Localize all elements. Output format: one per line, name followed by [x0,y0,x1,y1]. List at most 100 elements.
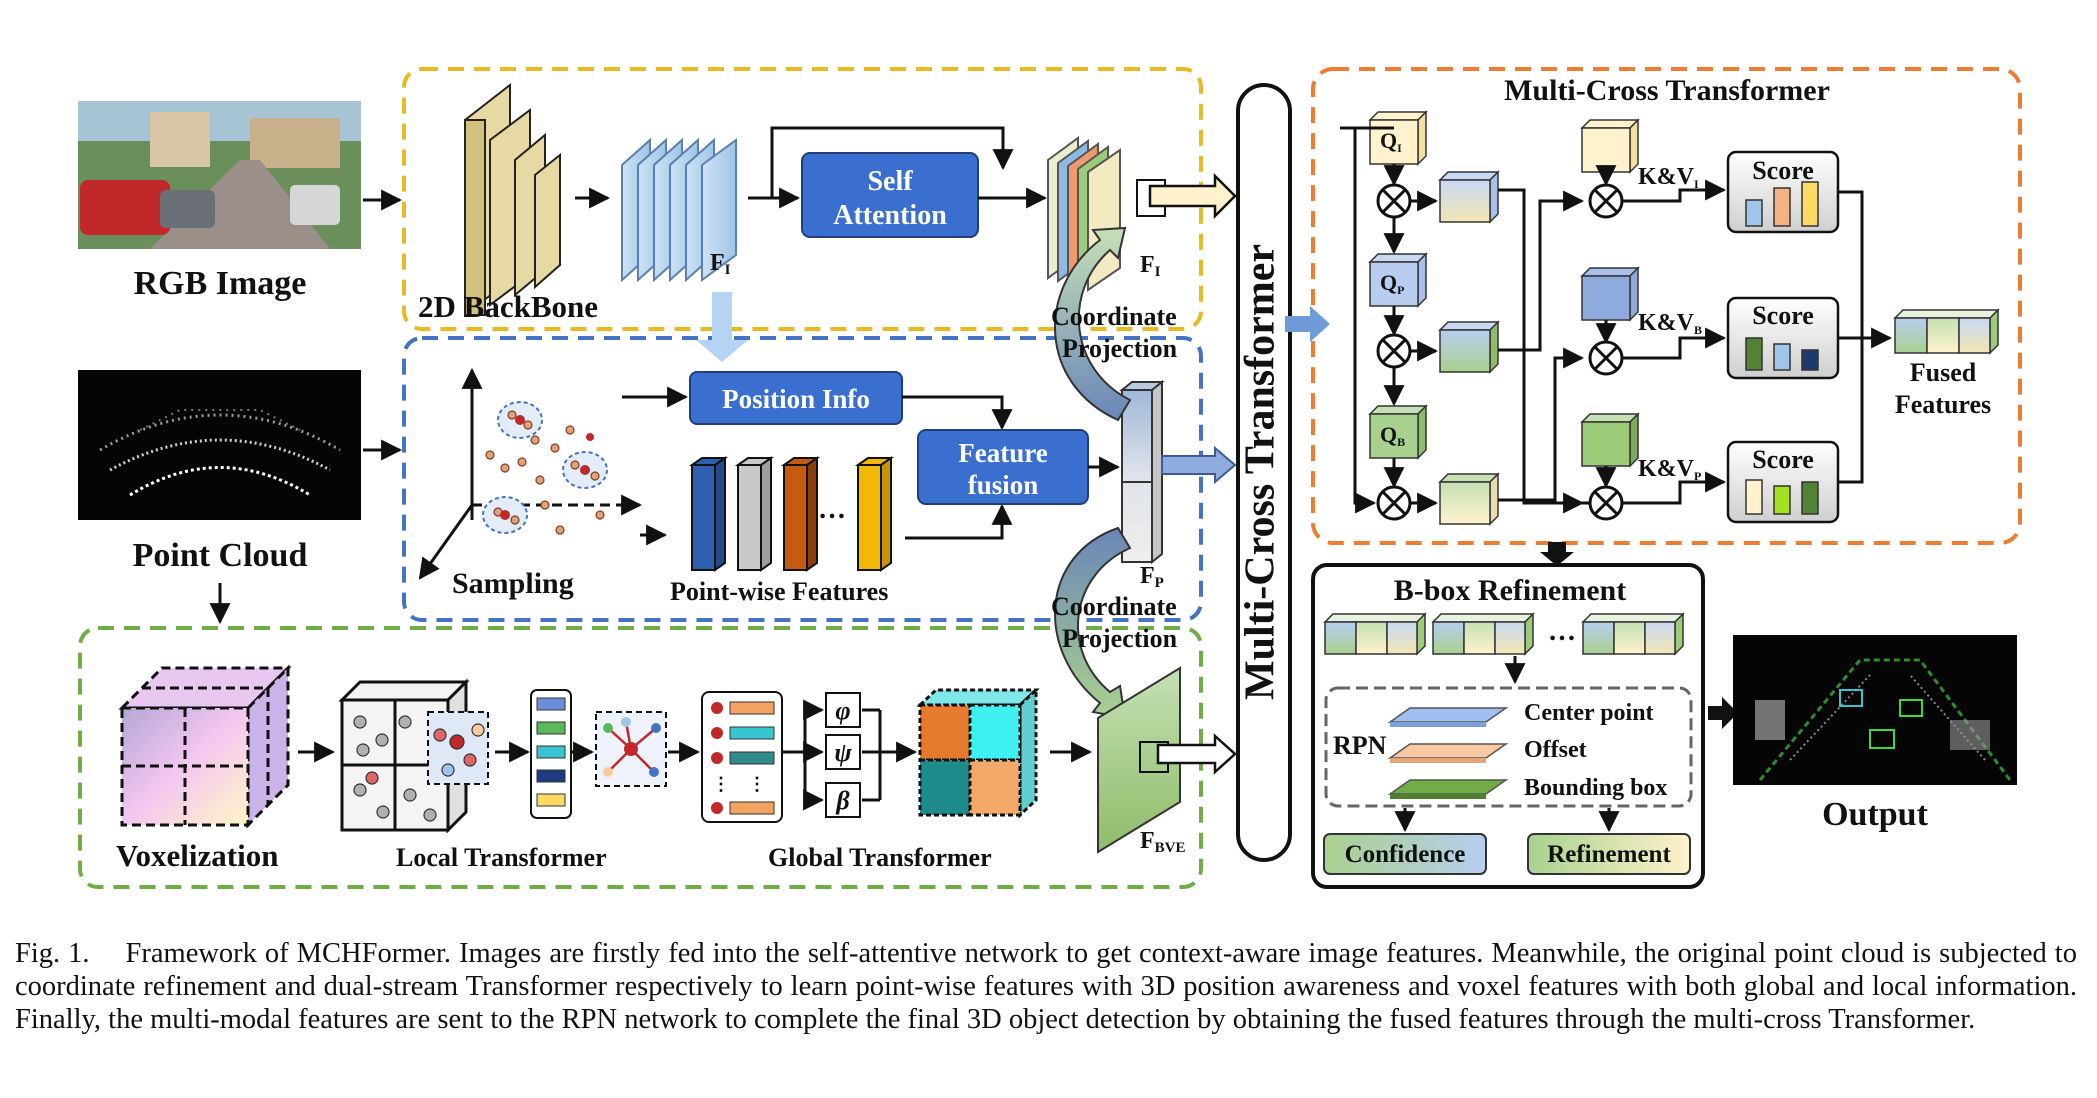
refinement-feature-blocks [1323,612,1685,656]
rpn-layer-bbox: Bounding box [1524,775,1667,801]
kv-cubes [1580,118,1640,468]
sampling-plot [418,367,643,580]
figure-caption: Fig. 1.Framework of MCHFormer. Images ar… [15,937,2077,1036]
kv-label-b: K&VB [1638,310,1702,337]
skip-connection-arrow [770,126,1014,198]
mct-panel-title: Multi-Cross Transformer [1504,74,1830,107]
refinement-box [1527,833,1691,875]
projection-bottom-line2: Projection [1062,624,1178,653]
self-attention-box [801,152,979,238]
fused-features-line1: Fused [1910,358,1977,387]
query-label-i: QI [1380,128,1402,155]
greek-op-boxes [825,692,861,818]
local-transformer-label: Local Transformer [396,843,607,872]
arrow-position-to-fusion [902,395,1013,431]
score-label-1: Score [1752,156,1814,185]
query-label-b: QB [1380,422,1405,449]
mct-panel-frame [1311,67,2022,545]
fp-feature-column [1119,379,1165,565]
mct-left-outputs [1410,170,1500,526]
projection-bottom-line1: Coordinate [1051,592,1177,621]
local-token-stack [530,689,572,819]
rgb-image-label: RGB Image [134,265,307,302]
greek-psi: ψ [834,738,852,767]
position-info-text: Position Info [722,384,870,414]
projection-top-line2: Projection [1062,334,1178,363]
global-branch-lines [783,699,918,811]
voxelization-label: Voxelization [116,838,278,873]
refinement-text: Refinement [1547,841,1671,868]
mct-to-refinement-arrow [1540,542,1574,566]
projection-top-line1: Coordinate [1051,302,1177,331]
rgb-image-thumbnail [78,101,361,249]
image-features-stack-icon [621,137,737,283]
rpn-label: RPN [1333,731,1387,760]
confidence-box [1323,833,1487,875]
pointwise-ellipsis: … [818,494,846,525]
fused-features-line2: Features [1895,390,1991,419]
image-to-mct-arrow [1148,172,1237,220]
mct-vertical-bar [1236,83,1292,862]
score-label-3: Score [1752,445,1814,474]
self-attention-line2: Attention [833,200,947,231]
mct-right-multipliers [1588,183,1624,521]
query-label-p: QP [1380,270,1404,297]
self-attention-line1: Self [867,166,913,197]
point-to-mct-arrow [1161,445,1237,485]
voxel-to-mct-arrow [1156,733,1237,775]
rpn-frame [1324,686,1693,808]
point-branch-frame [402,336,1203,622]
output-label: Output [1822,796,1928,833]
mct-left-flow [1340,126,1405,514]
fbve-feature-plane [1097,666,1181,854]
caption-figure-number: Fig. 1. [15,938,90,969]
image-output-label: FI [1140,252,1161,280]
refinement-to-output-arrow [1708,697,1738,729]
caption-text: Framework of MCHFormer. Images are first… [15,938,2077,1035]
score-to-fused-lines [1838,190,1893,484]
output-image [1733,635,2017,785]
arrow-pointwise-to-fusion [905,503,1013,540]
greek-phi: φ [835,696,850,725]
mct-cross-lines [1498,188,1590,514]
projection-arc-top [1054,226,1132,422]
image-feature-label: FI [710,250,731,278]
rpn-layers [1387,707,1509,799]
feature-fusion-line2: fusion [968,470,1039,500]
rpn-layer-offset: Offset [1524,737,1587,763]
global-voxel-cube [916,686,1040,819]
confidence-text: Confidence [1345,841,1466,868]
pointwise-label: Point-wise Features [670,577,888,606]
mct-vertical-label: Multi-Cross Transformer [1238,244,1284,700]
refinement-title: B-box Refinement [1394,574,1626,607]
point-cloud-label: Point Cloud [133,537,308,574]
score-boxes [1726,150,1840,524]
point-cloud-thumbnail [78,370,361,520]
greek-beta: β [835,786,850,815]
rpn-layer-center: Center point [1524,700,1654,726]
svg-text:⋮: ⋮ [748,774,766,794]
projection-arc-bottom [1054,526,1132,720]
global-transformer-label: Global Transformer [768,843,992,872]
svg-text:⋮: ⋮ [712,774,730,794]
mct-bar-to-panel-arrow [1285,306,1330,342]
score-connectors [1622,179,1727,505]
fp-label: FP [1140,563,1164,591]
fbve-label: FBVE [1140,828,1186,856]
kv-label-i: K&VI [1638,164,1699,191]
backbone-label: 2D BackBone [418,289,598,324]
local-transformer-grid [338,678,489,834]
refinement-ellipsis: … [1548,616,1576,647]
image-to-position-arrow [696,292,748,362]
local-attention-node [595,711,667,787]
backbone-icon [464,82,561,318]
pointwise-features-bars [688,456,895,572]
kv-label-p: K&VP [1638,456,1701,483]
feature-fusion-line1: Feature [958,438,1047,468]
sampling-label: Sampling [452,567,574,600]
score-label-2: Score [1752,301,1814,330]
fused-features-blocks [1893,308,2000,355]
voxel-cube-icon [118,664,292,829]
global-token-table: ⋮⋮ [701,691,783,823]
